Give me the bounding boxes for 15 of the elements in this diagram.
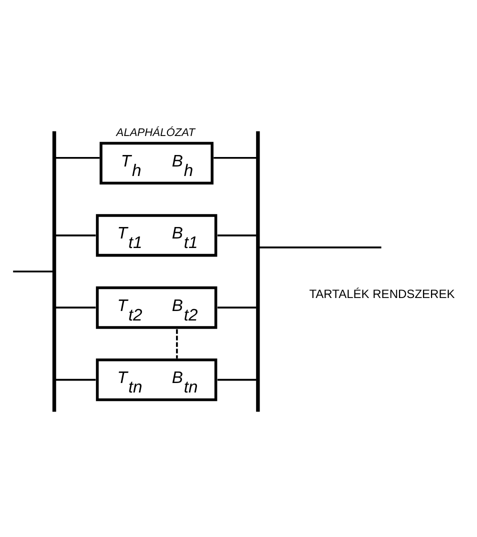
connector [214, 156, 256, 159]
node-bar [256, 131, 260, 412]
node-bar [52, 131, 56, 412]
node-label: ALAPHÁLÓZAT [116, 126, 196, 139]
connector [56, 156, 100, 159]
connector [217, 378, 256, 381]
connector [217, 306, 256, 309]
connector [56, 306, 96, 309]
connector [176, 329, 178, 358]
label: TARTALÉK RENDSZEREK [309, 286, 455, 301]
connector [217, 234, 256, 236]
connector [259, 246, 382, 248]
connector [56, 234, 96, 236]
connector [56, 378, 96, 381]
connector [13, 270, 53, 272]
